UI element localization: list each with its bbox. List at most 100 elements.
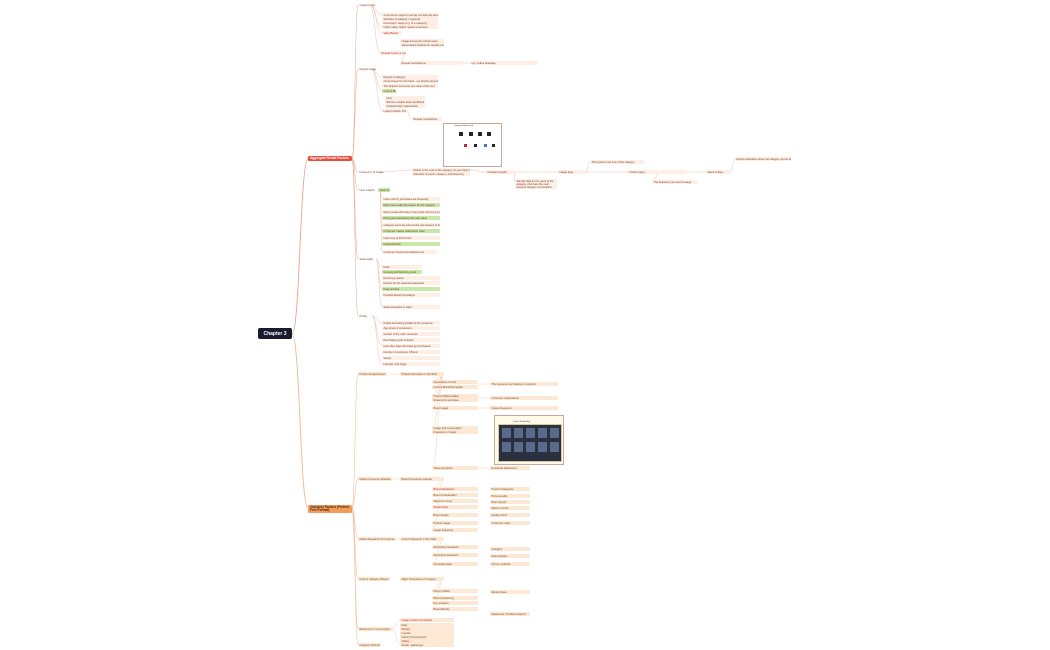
user-insight-item: Hosted Brands — [382, 242, 440, 246]
topic-market-research[interactable]: Market Research Of Customer — [358, 537, 397, 541]
connector-line — [369, 4, 381, 54]
reason-item: Gifting — [400, 639, 454, 643]
product-usage-item: Frequency of usage — [432, 430, 478, 434]
connector-line — [351, 158, 359, 317]
repeat-usage-item: Loyal to brand / Product type — [382, 109, 406, 113]
user-insight-item: Users buy at Price Point — [382, 236, 440, 240]
category-info-item: e.g. Coffee beverage — [470, 61, 538, 65]
topic-reasons-for-consumption[interactable]: Reasons For Consumption — [358, 627, 392, 631]
market-attitude-item: Value for money — [432, 499, 478, 503]
figure-icon — [478, 132, 482, 136]
root-node[interactable]: Chapter 3 — [258, 328, 292, 339]
figure-tile — [514, 428, 523, 438]
connector-line — [371, 315, 383, 324]
market-attitude-item: Quality check — [490, 513, 530, 517]
category-info-item: Repeat buying of users — [380, 51, 406, 55]
frequency-item: Fixed in days — [628, 170, 686, 174]
market-attitude-item: Brand quality — [432, 513, 478, 517]
figure-tile — [514, 442, 523, 452]
topic-repeat-usage[interactable]: Repeat Usage — [359, 67, 377, 71]
topic-category-info[interactable]: Category Info — [359, 3, 376, 7]
market-research-item: Exploratory Research — [432, 545, 478, 549]
figure-icon — [487, 132, 491, 136]
user-insight-item: Consumer Segments Features List — [382, 250, 436, 254]
connector-line — [369, 4, 383, 34]
current-player-item: Major Companies of Category — [400, 577, 444, 581]
profile-item: Variety — [382, 356, 440, 360]
connector-line — [371, 68, 383, 92]
seasonality-item: Possible Brand Campaigns — [382, 293, 440, 297]
seasonality-item: Peak and low — [382, 287, 440, 291]
figure-icon — [464, 144, 467, 147]
figure-tile — [502, 442, 511, 452]
category-info-item: Repeat Competitions — [400, 61, 464, 65]
repeat-usage-item: Repeat of category — [382, 75, 438, 79]
connector-line — [351, 373, 359, 509]
profile-item: Gender of the main consumer — [382, 332, 440, 336]
frequency-item: Sales of days — [706, 170, 730, 174]
branch-aggregate-rental-factors[interactable]: Aggregate Rental Factors — [308, 156, 352, 161]
connector-line — [371, 68, 383, 78]
reason-item: Need of Consumption — [400, 635, 454, 639]
user-insight-item: Category users are price levels and reas… — [382, 223, 440, 227]
repeat-usage-item: current buyer for the brand - our brand'… — [382, 79, 438, 83]
market-research-item: Secondary data — [432, 562, 478, 566]
figure-tile — [526, 428, 535, 438]
figure-tile — [550, 428, 559, 438]
repeat-usage-item: New — [385, 96, 425, 100]
topic-category-outlook[interactable]: Category Outlook — [358, 643, 382, 647]
seasonality-item: Factors for the seasonal categories — [382, 281, 440, 285]
connector-line — [391, 628, 401, 646]
connector-line — [371, 68, 383, 112]
category-info-item: Value based products for regular purchas… — [400, 43, 444, 47]
topic-profile[interactable]: Profile — [359, 314, 367, 318]
product-usage-item: Reasons for purchase — [432, 398, 478, 402]
connector-line — [371, 315, 383, 347]
product-usage-item: Product Differentiation — [432, 394, 478, 398]
product-usage-item: Brand usage — [432, 406, 478, 410]
market-attitude-item: Social status — [432, 505, 478, 509]
product-usage-item: Usage and consumption — [432, 426, 478, 430]
connector-line — [351, 507, 359, 646]
user-insight-item: Users who by purchases are frequently — [382, 197, 440, 201]
connector-line — [371, 315, 383, 365]
reason-item: Impulse — [400, 631, 454, 635]
profile-item: How often does the brand get purchased — [382, 344, 440, 348]
market-research-item: Current Research in this Table — [400, 537, 444, 541]
figure-icon — [484, 144, 487, 147]
product-usage-item: Emotional attachment — [490, 466, 530, 470]
current-player-item: Key products — [432, 601, 478, 605]
product-usage-item: Current Brand Perception — [432, 385, 478, 389]
figure-tile — [502, 428, 511, 438]
connector-line — [351, 158, 359, 191]
market-research-item: Survey methods — [490, 562, 530, 566]
branch-category-factors[interactable]: Category Factors (Perfect Free Format) — [308, 505, 352, 513]
figure-tile — [538, 442, 547, 452]
connector-line — [291, 158, 309, 335]
connector-line — [513, 171, 516, 182]
topic-user-insights[interactable]: User Insights — [359, 188, 375, 192]
topic-frequency-of-usage[interactable]: Frequency Of Usage — [359, 170, 384, 174]
category-info-item: Value Based — [382, 31, 402, 35]
topic-market-consumer-attitudes[interactable]: Market Consumer Attitudes — [358, 477, 393, 481]
topic-current-category-players[interactable]: Current Category Players — [358, 577, 391, 581]
figure-title: Product Benefits Map — [513, 421, 531, 423]
profile-item: Purchasing cycle of brand — [382, 338, 440, 342]
market-attitude-item: Word of mouth — [490, 506, 530, 510]
figure-icon — [492, 144, 495, 147]
topic-seasonality[interactable]: Seasonality — [359, 257, 373, 261]
profile-item: Lifestyle / Life stage — [382, 362, 440, 366]
reason-item: Weekly — [400, 627, 454, 631]
market-attitude-item: Product usage — [432, 521, 478, 525]
seasonality-item: Recurring season — [382, 276, 440, 280]
connector-line — [379, 169, 413, 173]
connector-line — [729, 158, 736, 173]
current-player-item: Awareness / Product Analysis — [490, 612, 530, 616]
topic-product-usage[interactable]: Product Usage/Impact — [358, 372, 387, 376]
connector-line — [351, 478, 359, 509]
connector-line — [291, 333, 309, 509]
figure-title: Category Selection Grid — [454, 125, 474, 127]
frequency-item: Selection of needs, category, and freque… — [412, 172, 470, 176]
current-player-item: Player profiles — [432, 589, 478, 593]
market-attitude-item: Consumer value — [490, 521, 530, 525]
